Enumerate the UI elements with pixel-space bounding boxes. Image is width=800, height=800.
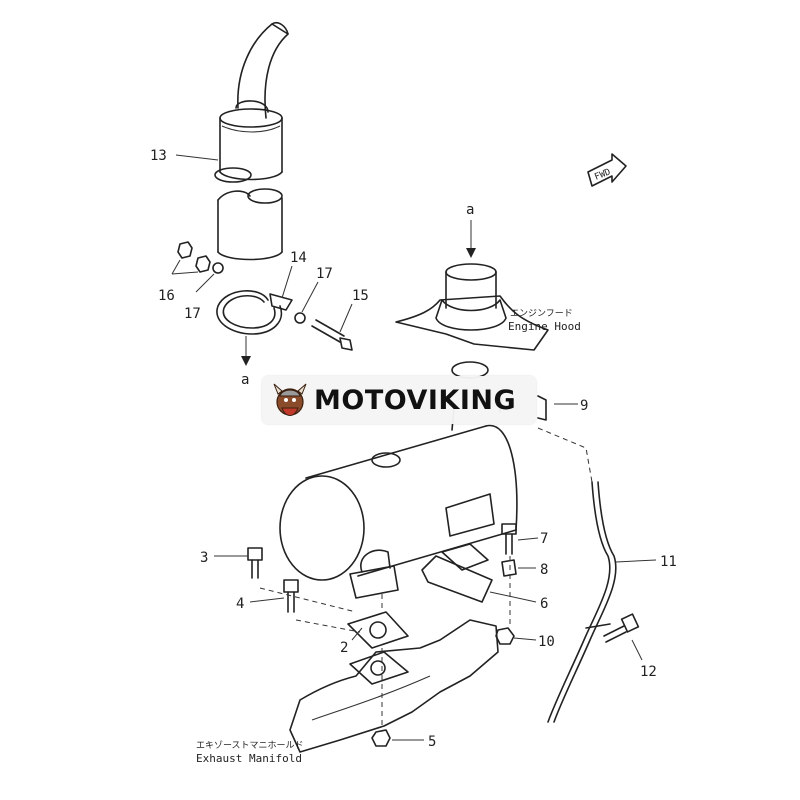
callout-2: 2 <box>340 640 348 656</box>
assembly-lines <box>259 427 593 728</box>
fwd-label: FWD <box>593 167 612 182</box>
bolt-12 <box>603 613 640 643</box>
callout-15: 15 <box>352 288 369 304</box>
drain-tube <box>547 481 617 723</box>
nut-10 <box>495 627 515 645</box>
fwd-direction-badge: FWD <box>587 153 627 187</box>
bolt-7 <box>501 523 517 555</box>
nut-5 <box>371 729 391 747</box>
engine-hood-outlet <box>395 263 549 351</box>
callout-7: 7 <box>540 531 548 547</box>
callout-5: 5 <box>428 734 436 750</box>
exhaust-stack-lower-tube <box>214 167 283 261</box>
callout-leaders <box>171 154 657 741</box>
muffler-outlet-flange <box>349 549 399 599</box>
reference-arrow-bottom: a <box>241 336 251 388</box>
engine-hood-note-en: Engine Hood <box>508 320 581 333</box>
exhaust-stack-pipe <box>219 21 289 181</box>
callout-14: 14 <box>290 250 307 266</box>
muffler-bracket <box>421 493 495 603</box>
ref-mark-bottom: a <box>241 372 249 388</box>
callout-4: 4 <box>236 596 244 612</box>
callout-3: 3 <box>200 550 208 566</box>
callout-8: 8 <box>540 562 548 578</box>
callout-16: 16 <box>158 288 175 304</box>
callout-11: 11 <box>660 554 677 570</box>
nuts <box>177 241 211 273</box>
callout-6: 6 <box>540 596 548 612</box>
gasket <box>347 611 409 649</box>
engine-hood-note-jp: エンジンフード <box>510 309 573 319</box>
callout-17-right: 17 <box>316 266 333 282</box>
exhaust-manifold <box>289 619 499 753</box>
viking-mascot-icon <box>273 383 307 416</box>
reference-arrow-top: a <box>466 202 476 258</box>
motoviking-watermark: MOTOVIKING <box>262 376 536 424</box>
callout-12: 12 <box>640 664 657 680</box>
callout-17-left: 17 <box>184 306 201 322</box>
callout-10: 10 <box>538 634 555 650</box>
callout-9: 9 <box>580 398 588 414</box>
watermark-text: MOTOVIKING <box>314 384 517 416</box>
bolt-4 <box>283 579 299 613</box>
nut-8 <box>501 559 517 577</box>
exhaust-manifold-note-en: Exhaust Manifold <box>196 752 302 765</box>
ref-mark-top: a <box>466 202 474 218</box>
bolt-3 <box>247 547 263 579</box>
washers <box>212 262 306 324</box>
exhaust-manifold-note-jp: エキゾーストマニホールド <box>196 740 304 751</box>
callout-13: 13 <box>150 148 167 164</box>
clamp-bolt <box>311 319 353 351</box>
band-clamp <box>216 290 293 335</box>
